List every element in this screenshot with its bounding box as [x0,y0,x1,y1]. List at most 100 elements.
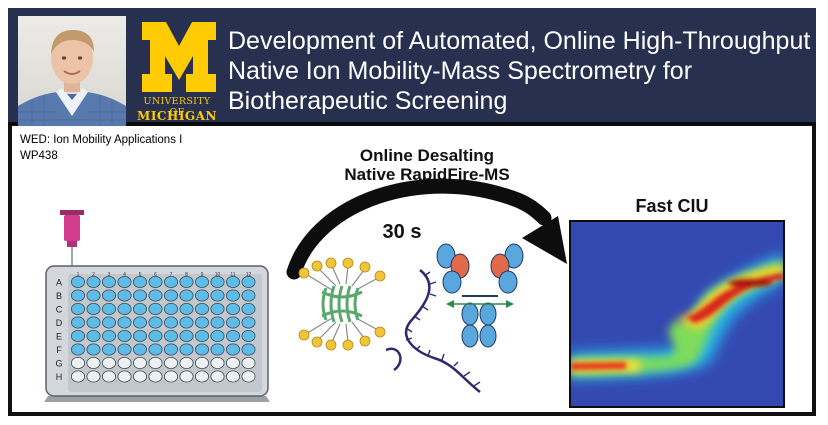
title-line-1: Development of Automated, Online High-Th… [228,27,811,55]
plate-well [194,289,209,302]
header-banner: UNIVERSITY OF MICHIGAN Development of Au… [8,8,818,128]
heatmap-peak [570,273,784,370]
plate-well [148,357,163,370]
plate-well [164,370,179,383]
plate-well [133,370,148,383]
graphic-panel: WED: Ion Mobility Applications I WP438 O… [12,126,812,412]
plate-well [194,343,209,356]
plate-well [133,303,148,316]
plate-well [133,289,148,302]
plate-well [241,275,256,288]
plate-well [70,357,85,370]
plate-well [241,343,256,356]
plate-well [179,289,194,302]
plate-row-label: E [56,332,62,342]
plate-column-label: 11 [230,272,235,278]
plate-well [225,289,240,302]
plate-row-label: D [56,318,63,328]
plate-well [133,357,148,370]
plate-column-label: 5 [139,272,142,278]
plate-well [194,275,209,288]
plate-well [117,316,132,329]
plate-well [117,289,132,302]
plate-well [210,303,225,316]
plate-well [225,330,240,343]
plate-well [210,316,225,329]
heatmap-background [570,221,784,407]
plate-well [210,357,225,370]
plate-column-label: 1 [77,272,80,278]
plate-well [164,275,179,288]
plate-well [225,370,240,383]
plate-row-label: F [56,345,62,355]
plate-well [133,330,148,343]
plate-well [102,370,117,383]
title-line-3: Biotherapeutic Screening [228,87,508,115]
plate-well [148,303,163,316]
plate-well [194,316,209,329]
plate-column-label: 9 [201,272,204,278]
plate-well [179,343,194,356]
plate-well [70,289,85,302]
poster-number: WP438 [20,150,58,162]
nanodisc-icon [298,257,386,351]
plate-well [179,303,194,316]
plate-column-label: 12 [246,272,252,278]
plate-well [133,316,148,329]
plate-well [86,357,101,370]
plate-well [179,316,194,329]
plate-well [148,343,163,356]
plate-well [194,357,209,370]
plate-well [86,330,101,343]
plate-well [117,275,132,288]
plate-well [225,343,240,356]
plate-well [210,330,225,343]
plate-row-label: A [56,278,62,288]
session-name: WED: Ion Mobility Applications I [20,134,183,146]
plate-well [225,275,240,288]
antibody-icon [436,243,524,348]
plate-well [70,316,85,329]
plate-column-label: 10 [215,272,221,278]
method-line-1: Online Desalting [359,146,495,165]
plate-well [148,330,163,343]
session-info: WED: Ion Mobility Applications I WP438 [20,132,182,164]
plate-well [164,343,179,356]
plate-well [241,370,256,383]
plate-well [241,330,256,343]
presenter-photo [18,16,126,128]
plate-well [86,370,101,383]
plate-well [86,303,101,316]
plate-well [86,343,101,356]
time-label: 30 s [382,221,422,243]
plate-well [102,357,117,370]
plate-well [241,289,256,302]
plate-well [117,357,132,370]
plate-well [70,303,85,316]
plate-well [225,357,240,370]
plate-well [179,357,194,370]
plate-well [241,316,256,329]
plate-well [225,316,240,329]
plate-column-label: 8 [185,272,188,278]
block-m-icon [142,22,216,92]
plate-well [164,289,179,302]
plate-well [241,357,256,370]
plate-base [44,396,270,402]
plate-well [148,370,163,383]
plate-well [210,275,225,288]
plate-well [164,303,179,316]
plate-column-label: 2 [92,272,95,278]
plate-well [117,303,132,316]
nucleic-acid-icon [385,269,481,393]
plate-column-label: 6 [154,272,157,278]
plate-column-label: 4 [123,272,126,278]
plate-well [102,316,117,329]
plate-well [70,343,85,356]
plate-well [241,303,256,316]
plate-well [133,343,148,356]
poster-title: Development of Automated, Online High-Th… [228,26,818,116]
plate-row-label: C [56,305,63,315]
plate-well [102,343,117,356]
